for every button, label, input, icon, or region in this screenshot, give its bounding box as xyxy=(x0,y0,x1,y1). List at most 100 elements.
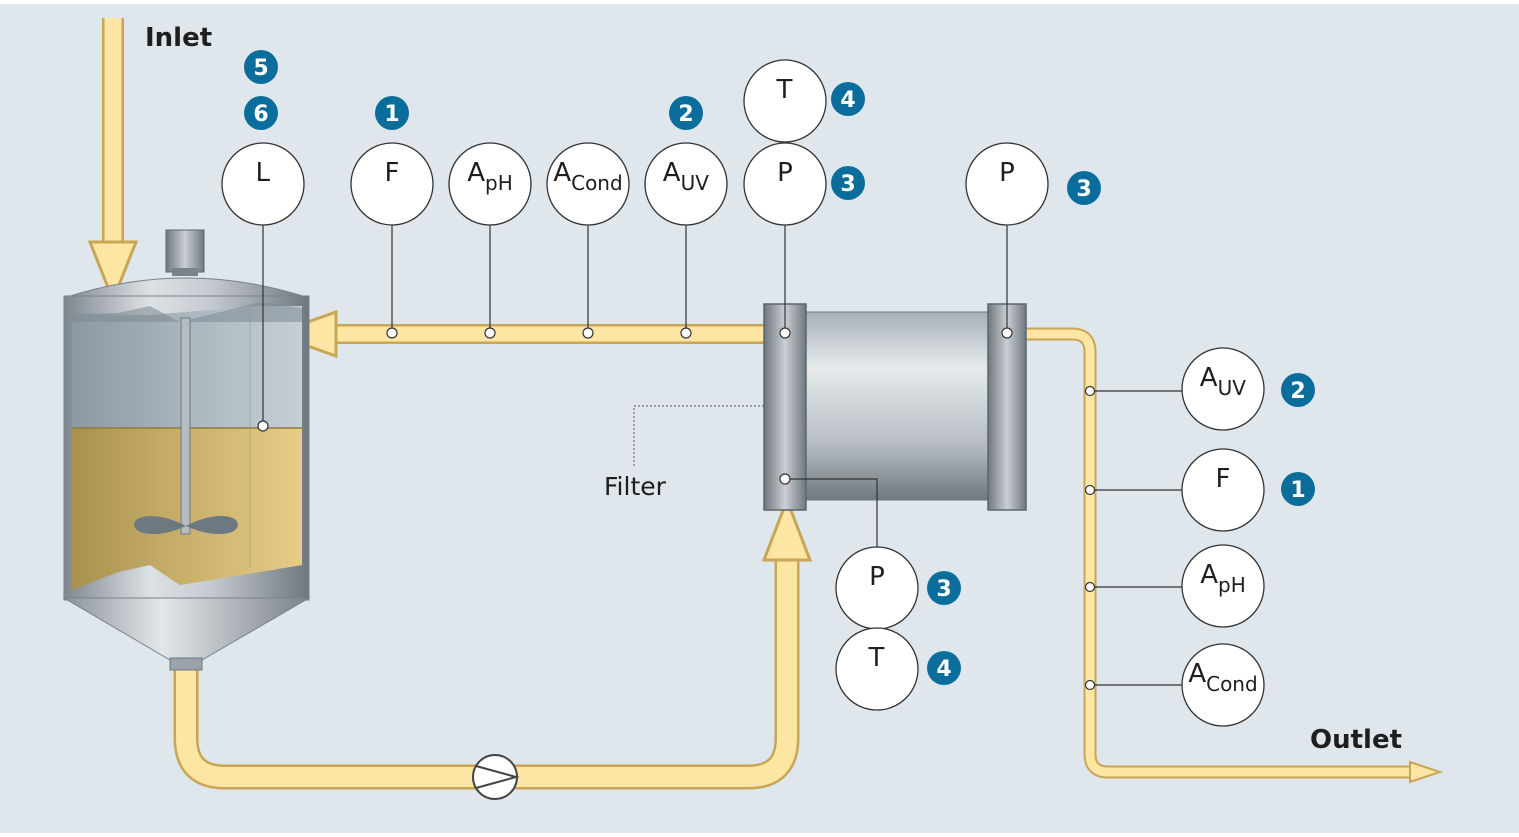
instrument-subscript: UV xyxy=(681,171,710,195)
instrument-symbol: ApH xyxy=(467,158,513,195)
instrument-circle xyxy=(350,142,434,226)
instrument-temp-top: T xyxy=(743,59,827,143)
badge-number: 6 xyxy=(253,102,268,127)
badge-circle xyxy=(244,50,278,84)
instrument-subscript: UV xyxy=(1218,376,1247,400)
instrument-circle xyxy=(743,142,827,226)
instrument-cond-top: ACond xyxy=(546,142,630,226)
instrument-circle xyxy=(965,142,1049,226)
badge-circle xyxy=(927,571,961,605)
instrument-symbol: ACond xyxy=(553,158,622,195)
instrument-circle xyxy=(743,59,827,143)
badge-circle xyxy=(375,96,409,130)
reference-badge: 2 xyxy=(669,96,703,130)
filter-outlet-cap xyxy=(987,303,1027,511)
instrument-level: L xyxy=(221,142,305,226)
reference-badge: 2 xyxy=(1281,373,1315,407)
reference-badge: 4 xyxy=(831,82,865,116)
instrument-pressure-filter-in: P xyxy=(743,142,827,226)
instrument-ph-outlet: ApH xyxy=(1181,544,1265,628)
outlet-arrow-head xyxy=(1409,760,1444,784)
instrument-symbol: AUV xyxy=(1200,363,1246,400)
inlet-label: Inlet xyxy=(145,23,212,53)
instrument-circle xyxy=(448,142,532,226)
pump-icon xyxy=(472,754,520,800)
badge-number: 3 xyxy=(840,172,855,197)
badge-number: 5 xyxy=(253,56,268,81)
instrument-ph-top: ApH xyxy=(448,142,532,226)
instrument-flow-top: F xyxy=(350,142,434,226)
instrument-symbol-text: A xyxy=(663,158,681,188)
filter-label: Filter xyxy=(604,472,667,501)
outlet-pipe xyxy=(1026,329,1412,777)
instrument-subscript: pH xyxy=(1218,573,1246,597)
instrument-pressure-feed: P xyxy=(835,546,919,630)
reference-badge: 3 xyxy=(831,166,865,200)
reference-badge: 4 xyxy=(927,651,961,685)
instrument-symbol: L xyxy=(256,158,271,188)
instrument-symbol-text: A xyxy=(1188,659,1206,689)
badge-number: 2 xyxy=(1290,379,1305,404)
badge-circle xyxy=(669,96,703,130)
feed-arrow-head xyxy=(761,495,813,562)
badge-circle xyxy=(244,96,278,130)
instrument-circle xyxy=(1181,448,1265,532)
reference-badge: 1 xyxy=(1281,472,1315,506)
instrument-circle xyxy=(644,142,728,226)
instrument-subscript: pH xyxy=(485,171,513,195)
instrument-temp-feed: T xyxy=(835,627,919,711)
reference-badge: 6 xyxy=(244,96,278,130)
inlet-arrow-head xyxy=(87,240,139,305)
badge-number: 4 xyxy=(936,657,951,682)
instrument-subscript: Cond xyxy=(571,171,623,195)
instrument-symbol-text: A xyxy=(1200,560,1218,590)
filter-leader-line xyxy=(633,405,764,466)
instrument-symbol: F xyxy=(385,158,400,188)
instrument-circle xyxy=(1181,347,1265,431)
instrument-symbol: P xyxy=(999,158,1015,188)
badge-circle xyxy=(1067,171,1101,205)
instrument-symbol: T xyxy=(776,75,793,105)
agitator-shaft xyxy=(180,317,191,535)
badge-number: 3 xyxy=(1076,177,1091,202)
instrument-circle xyxy=(1181,544,1265,628)
instrument-symbol: F xyxy=(1216,464,1231,494)
instrument-symbol-text: A xyxy=(1200,363,1218,393)
instrument-symbol: AUV xyxy=(663,158,709,195)
reference-badge: 5 xyxy=(244,50,278,84)
instrument-circle xyxy=(1181,643,1265,727)
instrument-circle xyxy=(546,142,630,226)
instrument-flow-outlet: F xyxy=(1181,448,1265,532)
impeller-icon xyxy=(134,516,238,535)
instrument-symbol-text: A xyxy=(467,158,485,188)
instrument-symbol: T xyxy=(868,643,885,673)
badge-circle xyxy=(1281,373,1315,407)
instrument-pressure-filter-out: P xyxy=(965,142,1049,226)
instrument-subscript: Cond xyxy=(1206,672,1258,696)
instrument-lines xyxy=(262,224,1182,686)
badge-number: 1 xyxy=(384,102,399,127)
instrument-symbol-text: A xyxy=(553,158,571,188)
badge-number: 4 xyxy=(840,88,855,113)
reference-badge: 1 xyxy=(375,96,409,130)
instrument-symbol: ApH xyxy=(1200,560,1246,597)
instrument-uv-top: AUV xyxy=(644,142,728,226)
reference-badge: 3 xyxy=(927,571,961,605)
measurement-points xyxy=(257,327,1096,691)
instrument-circle xyxy=(221,142,305,226)
badge-circle xyxy=(831,166,865,200)
badge-circle xyxy=(831,82,865,116)
instrument-symbol: ACond xyxy=(1188,659,1257,696)
badge-circle xyxy=(927,651,961,685)
badge-circle xyxy=(1281,472,1315,506)
stirred-tank xyxy=(62,229,311,671)
outlet-label: Outlet xyxy=(1310,725,1402,755)
badge-number: 2 xyxy=(678,102,693,127)
reference-badge: 3 xyxy=(1067,171,1101,205)
instrument-uv-outlet: AUV xyxy=(1181,347,1265,431)
instrument-circle xyxy=(835,627,919,711)
badge-number: 1 xyxy=(1290,478,1305,503)
badge-number: 3 xyxy=(936,577,951,602)
